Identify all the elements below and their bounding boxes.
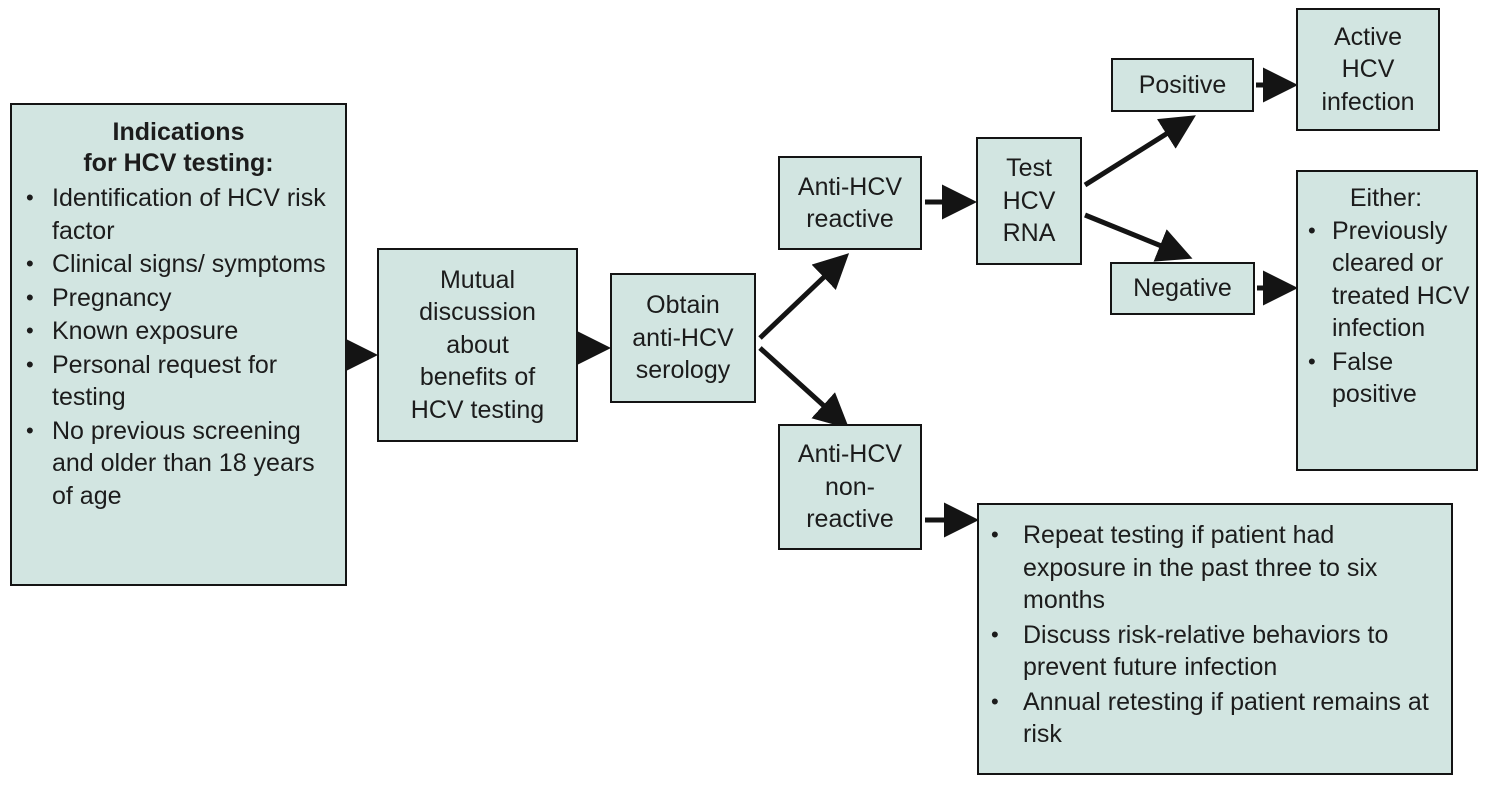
bullet-icon: • — [26, 251, 34, 276]
node-test-hcv-rna: Test HCV RNA — [976, 137, 1082, 265]
list-item: • Pregnancy — [18, 282, 339, 315]
bullet-icon: • — [26, 284, 34, 310]
list-item: • Discuss risk-relative behaviors to pre… — [983, 619, 1441, 684]
list-item-label: Pregnancy — [52, 283, 172, 312]
node-label: Positive — [1138, 70, 1227, 99]
bullet-icon: • — [1308, 217, 1316, 243]
node-nonreactive-actions: • Repeat testing if patient had exposure… — [977, 503, 1453, 775]
arrow-rna-to-negative — [1084, 212, 1193, 262]
list-item: • Known exposure — [18, 315, 339, 348]
bullet-icon: • — [1308, 348, 1316, 374]
list-item: • Repeat testing if patient had exposure… — [983, 519, 1441, 617]
list-item: • False positive — [1300, 346, 1472, 411]
indications-title: Indications for HCV testing: — [83, 118, 274, 177]
bullet-icon: • — [991, 621, 999, 647]
arrow-serology-to-nonreactive — [758, 346, 850, 429]
arrow-serology-to-reactive — [758, 253, 850, 340]
node-positive: Positive — [1111, 58, 1254, 112]
either-bullet-list: • Previously cleared or treated HCV infe… — [1300, 215, 1472, 412]
bullet-icon: • — [991, 522, 999, 547]
node-active-hcv-infection: Active HCV infection — [1296, 8, 1440, 131]
node-either: Either: • Previously cleared or treated … — [1296, 170, 1478, 471]
list-item: • Clinical signs/ symptoms — [18, 248, 339, 281]
node-mutual-discussion: Mutual discussion about benefits of HCV … — [377, 248, 578, 442]
list-item-label: Previously cleared or treated HCV infect… — [1332, 216, 1470, 343]
node-anti-hcv-nonreactive: Anti-HCV non- reactive — [778, 424, 922, 550]
node-label: Anti-HCV non- reactive — [797, 440, 903, 534]
node-label: Active HCV infection — [1321, 22, 1415, 116]
node-obtain-serology: Obtain anti-HCV serology — [610, 273, 756, 403]
bullet-icon: • — [26, 185, 34, 210]
list-item: • Previously cleared or treated HCV infe… — [1300, 215, 1472, 345]
node-label: Mutual discussion about benefits of HCV … — [410, 265, 545, 424]
node-label: Test HCV RNA — [1002, 154, 1056, 248]
bullet-icon: • — [26, 417, 34, 443]
node-indications: Indications for HCV testing: • Identific… — [10, 103, 347, 586]
list-item-label: No previous screening and older than 18 … — [52, 416, 315, 510]
list-item: • Annual retesting if patient remains at… — [983, 686, 1441, 751]
list-item-label: Discuss risk-relative behaviors to preve… — [1023, 620, 1389, 682]
list-item-label: False positive — [1332, 347, 1417, 409]
list-item-label: Known exposure — [52, 317, 239, 345]
bullet-icon: • — [991, 688, 999, 714]
list-item-label: Annual retesting if patient remains at r… — [1023, 687, 1429, 749]
list-item-label: Clinical signs/ symptoms — [52, 250, 326, 278]
node-negative: Negative — [1110, 262, 1255, 315]
indications-bullet-list: • Identification of HCV risk factor • Cl… — [18, 182, 339, 513]
bullet-icon: • — [26, 351, 34, 377]
list-item-label: Personal request for testing — [52, 350, 278, 412]
bullet-icon: • — [26, 318, 34, 343]
node-label: Negative — [1133, 274, 1232, 303]
node-label: Obtain anti-HCV serology — [632, 291, 734, 385]
list-item-label: Repeat testing if patient had exposure i… — [1023, 521, 1378, 614]
node-label: Anti-HCV reactive — [797, 172, 903, 234]
list-item-label: Identification of HCV risk factor — [52, 184, 326, 245]
list-item: • Identification of HCV risk factor — [18, 182, 339, 247]
nonreactive-actions-bullet-list: • Repeat testing if patient had exposure… — [983, 519, 1441, 752]
list-item: • Personal request for testing — [18, 349, 339, 414]
node-anti-hcv-reactive: Anti-HCV reactive — [778, 156, 922, 250]
list-item: • No previous screening and older than 1… — [18, 415, 339, 513]
arrow-rna-to-positive — [1083, 115, 1196, 188]
either-title: Either: — [1349, 184, 1423, 212]
